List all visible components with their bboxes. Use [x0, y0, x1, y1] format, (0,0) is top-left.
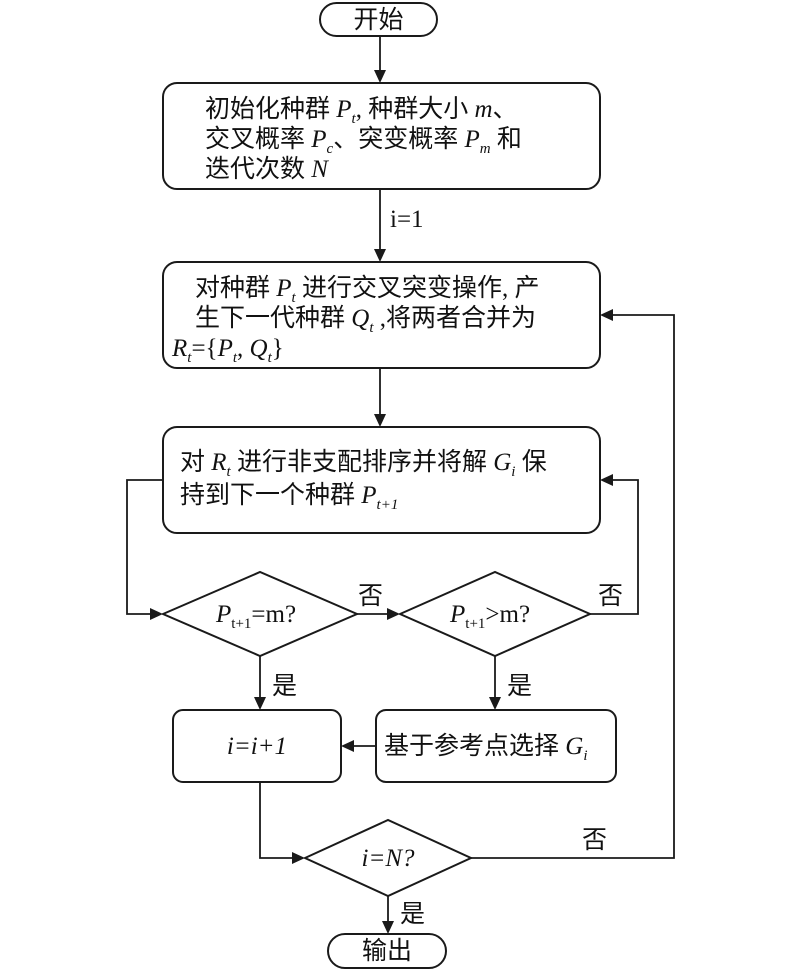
- arrowhead-increment-to-n: [292, 852, 305, 864]
- arrowhead-n-no-to-crossover: [600, 309, 613, 321]
- init-text-line1: 初始化种群 Pt, 种群大小 m、: [205, 95, 518, 127]
- arrowhead-eq-no-to-gt: [387, 608, 400, 620]
- end-terminal: [327, 933, 447, 969]
- edge-label-n-yes: 是: [400, 901, 425, 928]
- increment-text: i=i+1: [227, 733, 287, 760]
- edge-label-i-equals-1: i=1: [390, 206, 424, 233]
- edge-n-no-to-crossover: [471, 314, 675, 859]
- arrowhead-init-to-crossover: [374, 249, 386, 262]
- arrowhead-gt-yes-to-select: [489, 697, 501, 710]
- edge-label-gt-no: 否: [598, 583, 623, 610]
- edge-gt-no-to-sort: [590, 479, 639, 615]
- end-label: 输出: [362, 937, 412, 965]
- decision-n-text: i=N?: [362, 845, 415, 872]
- arrowhead-crossover-to-sort: [374, 414, 386, 427]
- edge-sort-to-eq: [126, 479, 163, 615]
- edge-label-eq-yes: 是: [272, 673, 297, 700]
- select-text: 基于参考点选择 Gi: [384, 732, 588, 764]
- sort-process-box: [162, 426, 601, 534]
- arrowhead-gt-no-to-sort: [600, 474, 613, 486]
- init-text-line3: 迭代次数 N: [205, 155, 329, 183]
- arrowhead-select-to-increment: [341, 740, 354, 752]
- sort-text-line2: 持到下一个种群 Pt+1: [180, 481, 398, 513]
- start-label: 开始: [353, 6, 403, 34]
- edge-label-n-no: 否: [582, 827, 607, 854]
- init-process-box: [162, 82, 601, 190]
- arrowhead-start-to-init: [374, 70, 386, 83]
- decision-gt-text: Pt+1>m?: [449, 601, 530, 632]
- arrowhead-eq-yes-to-increment: [254, 697, 266, 710]
- sort-text-line1: 对 Rt 进行非支配排序并将解 Gi 保: [180, 448, 547, 480]
- start-terminal: [319, 2, 438, 37]
- decision-eq-text: Pt+1=m?: [215, 601, 296, 632]
- arrowhead-n-yes-to-end: [382, 921, 394, 934]
- edges: [126, 36, 675, 934]
- edge-increment-to-n: [259, 782, 293, 859]
- edge-label-gt-yes: 是: [507, 673, 532, 700]
- crossover-text-line1: 对种群 Pt 进行交叉突变操作, 产: [195, 274, 539, 306]
- edge-label-eq-no: 否: [358, 583, 383, 610]
- init-text-line2: 交叉概率 Pc、突变概率 Pm 和: [205, 125, 522, 157]
- crossover-text-line3: Rt={Pt, Qt}: [171, 335, 284, 366]
- crossover-text-line2: 生下一代种群 Qt ,将两者合并为: [195, 304, 536, 336]
- arrowhead-sort-to-eq: [150, 608, 163, 620]
